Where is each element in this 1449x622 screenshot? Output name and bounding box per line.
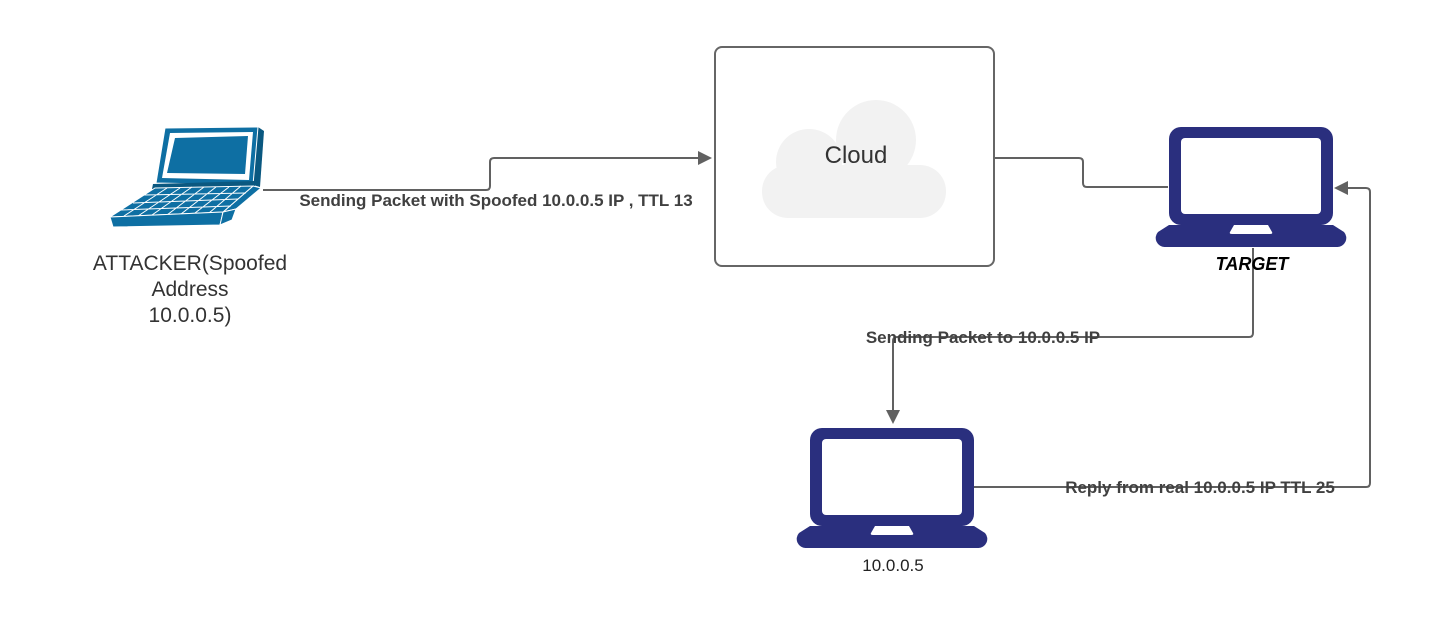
edge-spoofed-packet-line [263, 157, 700, 191]
host-laptop-icon [796, 428, 988, 548]
edge-cloud-to-target-line [995, 157, 1168, 188]
edge-spoofed-packet-arrowhead-icon [698, 151, 712, 165]
target-laptop-icon [1155, 127, 1347, 247]
edge-forward-to-real-label: Sending Packet to 10.0.0.5 IP [865, 328, 1101, 347]
real-host-label: 10.0.0.5 [862, 556, 924, 575]
edge-forward-to-real-arrowhead-icon [886, 410, 900, 424]
cloud-node [714, 46, 995, 267]
cloud-label: Cloud [824, 142, 888, 169]
attacker-laptop-icon [108, 126, 264, 228]
target-label: TARGET [1215, 254, 1289, 274]
edge-reply-label: Reply from real 10.0.0.5 IP TTL 25 [1065, 478, 1335, 497]
cloud-icon [762, 100, 946, 218]
edge-spoofed-packet-label: Sending Packet with Spoofed 10.0.0.5 IP … [299, 191, 693, 210]
attacker-label: ATTACKER(Spoofed Address 10.0.0.5) [92, 252, 288, 327]
